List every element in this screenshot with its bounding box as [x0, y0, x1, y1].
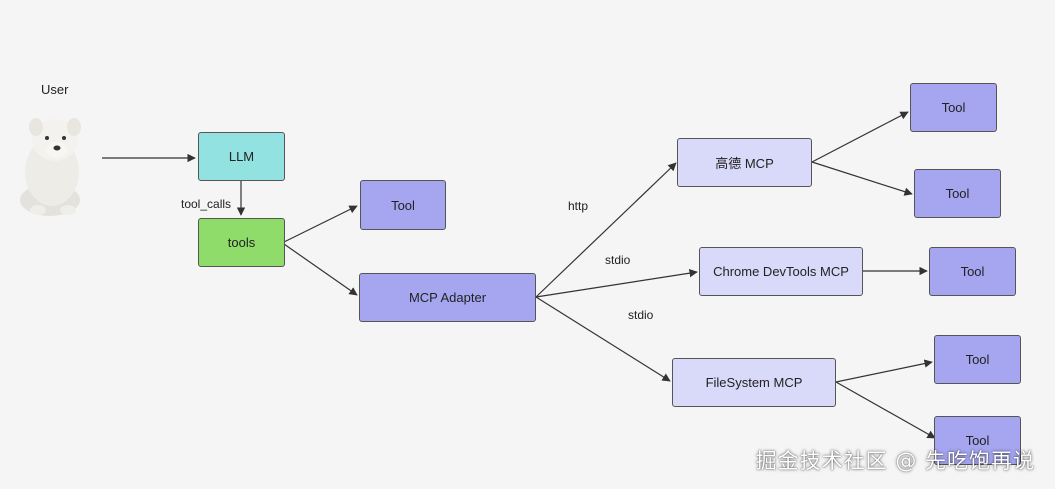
edge-label-stdio-filesystem: stdio — [628, 308, 654, 322]
edge-label-stdio-chrome: stdio — [605, 253, 631, 267]
tools-node: tools — [198, 218, 285, 267]
gaode-tool-1-node: Tool — [910, 83, 997, 132]
filesystem-tool-1-node: Tool — [934, 335, 1021, 384]
edge-tools-adapter — [283, 243, 358, 296]
gaode-tool-2-node: Tool — [914, 169, 1001, 218]
edge-gaode-tool1 — [811, 111, 909, 163]
user-label: User — [41, 82, 69, 97]
mcp-adapter-node: MCP Adapter — [359, 273, 536, 322]
filesystem-mcp-node: FileSystem MCP — [672, 358, 836, 407]
edge-label-tool-calls: tool_calls — [181, 197, 232, 211]
edge-adapter-filesystem — [535, 296, 671, 382]
chrome-tool-node: Tool — [929, 247, 1016, 296]
tool-node: Tool — [360, 180, 446, 230]
edge-fs-tool2 — [835, 381, 936, 439]
edge-label-http: http — [568, 199, 589, 213]
watermark: 掘金技术社区 @ 先吃饱再说 — [755, 449, 1035, 473]
edges — [102, 111, 936, 439]
edge-adapter-chrome — [535, 269, 698, 298]
edge-fs-tool1 — [835, 359, 933, 383]
filesystem-tool-2-node: Tool — [934, 416, 1021, 465]
llm-node: LLM — [198, 132, 285, 181]
edge-gaode-tool2 — [811, 161, 913, 196]
user-dog-icon — [20, 118, 81, 216]
chrome-devtools-mcp-node: Chrome DevTools MCP — [699, 247, 863, 296]
gaode-mcp-node: 高德 MCP — [677, 138, 812, 187]
edge-adapter-gaode — [535, 162, 677, 298]
edge-tools-tool — [283, 205, 358, 243]
